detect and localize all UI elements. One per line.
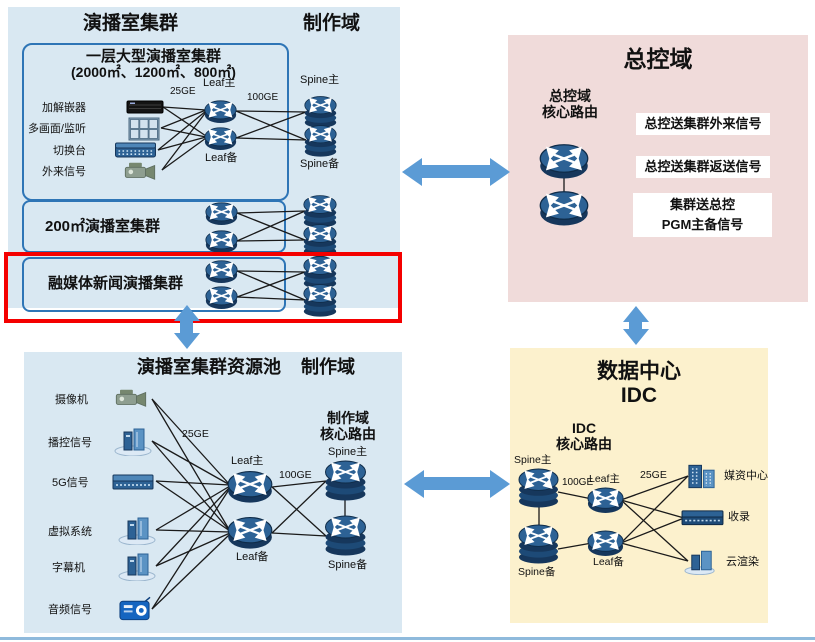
production-core-router-label: 制作域 核心路由 [320,410,376,443]
device-label-multiviewer: 多画面/监听 [27,123,86,135]
idc-device-label-media-asset: 媒资中心 [724,470,768,482]
link-speed-25ge: 25GE [170,86,196,97]
network-switch-icon [110,473,156,491]
device-label-5g: 5G信号 [52,477,89,489]
router-icon [587,486,624,514]
spine-primary-label: Spine主 [328,446,368,458]
studio-200-title: 200㎡演播室集群 [45,218,161,235]
router-icon [204,99,237,124]
bottom-divider-line [0,637,815,640]
router-stack-icon [516,467,561,508]
idc-subtitle: IDC [620,384,658,407]
spine-backup-label: Spine备 [328,559,368,571]
router-icon [539,142,589,180]
signal-box-pgm: 集群送总控 PGM主备信号 [633,193,772,237]
router-icon [205,201,238,226]
leaf-backup-label: Leaf备 [205,152,238,164]
highlight-red-box [4,252,402,323]
leaf-backup-label: Leaf备 [236,551,269,563]
signal-box-return: 总控送集群返送信号 [636,156,770,178]
device-label-external-signal: 外来信号 [42,166,86,178]
link-speed-25ge: 25GE [182,428,209,440]
router-stack-icon [321,514,370,556]
server-cloud-icon [113,426,153,456]
master-control-title: 总控域 [623,46,693,72]
spine-primary-label: Spine主 [514,454,552,466]
router-icon [205,229,238,254]
resource-pool-title: 演播室集群资源池 [137,357,281,377]
device-label-playout: 播控信号 [48,437,92,449]
video-switcher-icon [114,142,157,158]
server-cloud-icon [117,551,157,581]
arrow-studio-pool [173,305,200,349]
converged-media-title: 融媒体新闻演播集群 [48,275,184,292]
link-speed-100ge: 100GE [562,477,594,488]
leaf-primary-label: Leaf主 [203,77,236,89]
router-icon [539,189,589,227]
device-label-audio: 音频信号 [48,604,92,616]
arrow-master-idc [622,306,649,345]
converged-media-box [22,257,286,312]
router-stack-icon [321,459,370,501]
studio-cluster-domain-label: 制作域 [303,13,361,34]
leaf-backup-label: Leaf备 [593,556,624,568]
spine-primary-label: Spine主 [300,74,340,86]
device-label-switcher: 切换台 [53,145,86,157]
arrow-pool-idc [404,469,510,498]
idc-core-router-label: IDC 核心路由 [556,420,612,453]
router-stack-icon [516,523,561,564]
cloud-render-icon [683,547,720,575]
radio-icon [118,596,151,622]
link-speed-100ge: 100GE [247,92,279,103]
router-icon [587,529,624,557]
large-studio-subtitle: (2000㎡、1200㎡、800㎡) [71,64,236,80]
idc-title: 数据中心 [597,360,681,383]
link-speed-100ge: 100GE [279,469,312,481]
spine-backup-label: Spine备 [518,566,556,578]
idc-device-label-recording: 收录 [728,511,750,523]
leaf-primary-label: Leaf主 [589,473,620,485]
router-icon [227,515,273,550]
idc-device-label-cloud-render: 云渲染 [726,556,759,568]
leaf-primary-label: Leaf主 [231,455,264,467]
device-label-subtitle: 字幕机 [52,562,85,574]
studio-cluster-title: 演播室集群 [83,13,179,34]
router-stack-icon [302,124,339,157]
camera-icon [111,387,151,409]
camera-icon [120,160,160,182]
router-icon [204,126,237,151]
master-core-router-label: 总控域 核心路由 [542,88,598,121]
link-speed-25ge: 25GE [640,469,667,481]
device-label-embedder: 加解嵌器 [42,102,86,114]
signal-box-external: 总控送集群外来信号 [636,113,770,135]
router-icon [227,469,273,504]
monitor-wall-icon [128,117,160,141]
device-label-camera: 摄像机 [55,394,88,406]
spine-backup-label: Spine备 [300,158,340,170]
recorder-switch-icon [680,509,725,526]
resource-pool-domain-label: 制作域 [301,357,355,377]
rack-server-icon [126,99,164,115]
building-icon [685,462,718,490]
server-cloud-icon [117,515,157,545]
large-studio-title: 一层大型演播室集群 [85,48,221,65]
device-label-virtual: 虚拟系统 [48,526,92,538]
arrow-studio-master [402,157,510,186]
